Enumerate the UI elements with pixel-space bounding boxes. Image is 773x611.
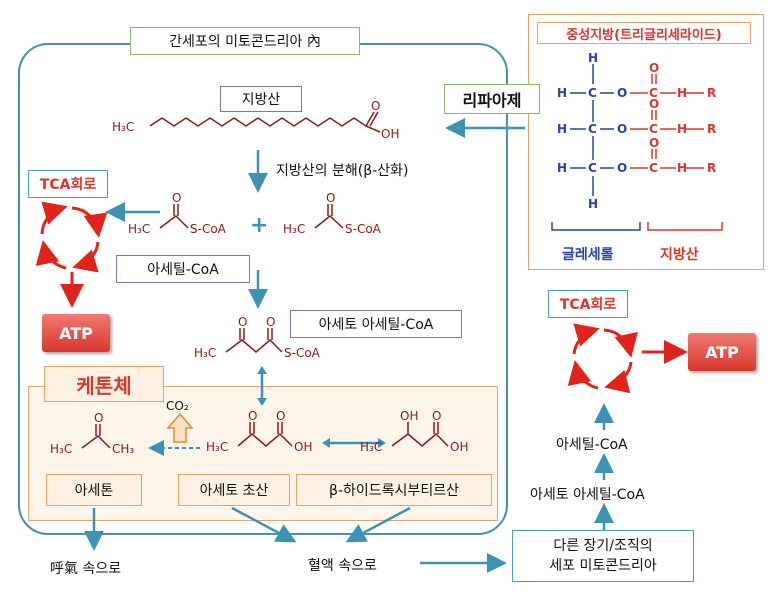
mito-title: 간세포의 미토콘드리아 內 [130,27,360,55]
tg-h-2: H [557,122,567,136]
acetoacetic-acid-label: 아세토 초산 [178,474,290,506]
right-acetyl-coa-label: 아세틸-CoA [556,437,628,453]
tca-cycle-right [567,323,638,394]
tg-o-carbonyl-3: O [649,136,659,150]
ketone-bodies-label: 케톤체 [44,366,164,402]
lipase-label: 리파아제 [444,84,540,114]
arrow-bhb-to-blood [345,506,411,543]
bhb-oh: OH [450,440,468,454]
bhb-label: β-하이드록시부티르산 [296,474,492,506]
co2-arrow [166,412,194,443]
acetyl-coa-molecule-2 [314,204,344,229]
arrow-head-bhb-right [378,438,386,448]
to-breath-label: 呼氣 속으로 [50,561,122,577]
tg-o-1: O [617,86,627,100]
acetyl2-o: O [326,191,335,205]
arrow-head-acac-up [257,366,267,374]
atp-right: ATP [688,333,756,371]
acetone-h3c: H₃C [50,442,72,456]
acetone-ch3: CH₃ [112,442,134,456]
atp-left: ATP [42,314,110,352]
tg-fatty-acid-label: 지방산 [660,247,699,263]
glycerol-bracket [551,222,641,231]
acac-h3c: H₃C [206,440,228,454]
tg-r-3: R [707,161,716,175]
tg-o-3: O [617,161,627,175]
beta-oxidation-label: 지방산의 분해(β-산화) [276,163,409,179]
tg-c-acyl-2: C [649,122,658,136]
acetyl2-scoa: S-CoA [345,222,382,236]
bhb-oh-top: OH [400,409,418,423]
tg-r-2: R [707,122,716,136]
arrow-head-bhb-left [322,438,330,448]
other-organs-line1: 다른 장기/조직의 [553,538,653,554]
tca-cycle-left [35,201,108,273]
tg-h-acyl-1: H [677,86,687,100]
right-acetoacetyl-coa-label: 아세토 아세틸-CoA [530,487,645,503]
tca-cycle-left-label: TCA회로 [28,170,108,198]
fattyacid-bracket [647,222,723,231]
arrow-acac-to-blood [231,506,297,543]
acetoacetyl-h3c: H₃C [194,346,216,360]
acetyl-coa-label: 아세틸-CoA [116,255,250,283]
to-blood-label: 혈액 속으로 [308,558,377,574]
bhb-molecule [391,422,449,447]
acetone-o: O [94,411,103,425]
acac-o2: O [276,409,285,423]
acetoacetyl-o1: O [238,315,247,329]
tg-c-acyl-1: C [649,86,658,100]
fa-oh: OH [381,127,399,141]
tg-o-2: O [617,122,627,136]
acetyl-coa-molecule-1 [159,204,189,229]
triglyceride-region [528,14,764,270]
acetone-molecule [81,424,111,449]
acac-oh: OH [294,440,312,454]
tg-h-1: H [557,86,567,100]
tg-c-2: C [588,122,597,136]
triglyceride-skeleton [570,64,614,196]
acac-o1: O [248,409,257,423]
triglyceride-title: 중성지방(트리글리세라이드) [537,22,751,44]
other-organs-box: 다른 장기/조직의 세포 미토콘드리아 [512,530,694,582]
bhb-o: O [432,409,441,423]
tg-c-1: C [588,86,597,100]
tg-h-acyl-3: H [677,161,687,175]
tg-r-1: R [707,86,716,100]
tg-c-acyl-3: C [649,161,658,175]
fa-h3c: H₃C [112,120,134,134]
acetyl1-h3c: H₃C [128,222,150,236]
tg-o-carbonyl-1: O [649,61,659,75]
glycerol-label: 글레세롤 [562,247,614,263]
fa-o: O [371,99,380,113]
fatty-acid-label: 지방산 [220,86,302,112]
acetyl1-scoa: S-CoA [190,222,227,236]
acetoacetyl-coa-molecule [225,328,283,353]
other-organs-line2: 세포 미토콘드리아 [549,558,657,574]
tg-c-3: C [588,161,597,175]
tg-o-carbonyl-2: O [649,97,659,111]
acetoacetic-acid-molecule [237,422,293,447]
arrow-head-acac-down [257,398,267,406]
plus-sign: + [250,213,268,238]
acetone-label: 아세톤 [46,474,142,506]
triglyceride-acyl [630,74,704,169]
tg-h-top: H [588,51,598,65]
acetyl1-o: O [172,191,181,205]
tca-cycle-right-label: TCA회로 [548,290,628,318]
tg-h-bottom: H [588,197,598,211]
fatty-acid-molecule [149,111,381,133]
bhb-h3c: H₃C [360,440,382,454]
acetoacetyl-coa-label: 아세토 아세틸-CoA [290,310,462,338]
acetyl2-h3c: H₃C [283,222,305,236]
tg-h-acyl-2: H [677,122,687,136]
acetoacetyl-o2: O [266,315,275,329]
acetoacetyl-scoa: S-CoA [284,346,321,360]
tg-h-3: H [557,161,567,175]
co2-label: CO₂ [166,399,189,413]
